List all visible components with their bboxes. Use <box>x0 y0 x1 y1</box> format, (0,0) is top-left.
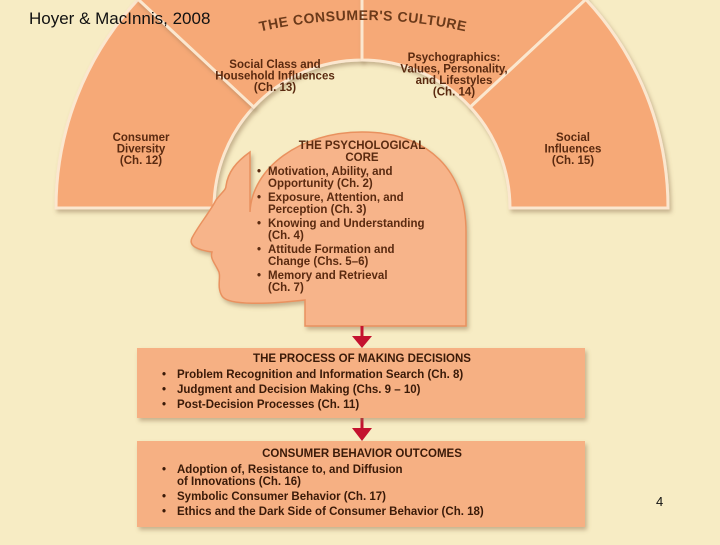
outcomes-bullet: • <box>162 491 166 503</box>
outcomes-item: of Innovations (Ch. 16) <box>177 476 301 488</box>
decisions-content: THE PROCESS OF MAKING DECISIONS • Problem … <box>162 353 471 411</box>
core-item: (Ch. 7) <box>268 282 304 294</box>
decisions-item: Problem Recognition and Information Sear… <box>177 369 463 381</box>
outcomes-title: CONSUMER BEHAVIOR OUTCOMES <box>262 448 462 460</box>
core-item: Perception (Ch. 3) <box>268 204 367 216</box>
core-item: Knowing and Understanding <box>268 218 425 230</box>
outcomes-box <box>137 441 585 527</box>
outcomes-item: Ethics and the Dark Side of Consumer Beh… <box>177 506 484 518</box>
segment-psychographics-label: and Lifestyles <box>416 75 493 87</box>
outcomes-item: Adoption of, Resistance to, and Diffusio… <box>177 464 403 476</box>
arrow-core-to-decisions <box>352 326 372 348</box>
segment-consumer-diversity-label: (Ch. 12) <box>120 155 162 167</box>
segment-consumer-diversity-label: Diversity <box>117 144 166 156</box>
segment-psychographics-label: Psychographics: <box>408 52 501 64</box>
source-credit: Hoyer & MacInnis, 2008 <box>29 9 211 28</box>
segment-social-influences <box>468 0 670 210</box>
segment-social-class-label: Household Influences <box>215 71 335 83</box>
segment-psychographics <box>360 0 588 110</box>
decisions-item: Judgment and Decision Making (Chs. 9 – 1… <box>177 384 421 396</box>
segment-social-influences-label: (Ch. 15) <box>552 155 594 167</box>
segment-consumer-diversity-label: Consumer <box>113 132 170 144</box>
segment-psychographics-label: (Ch. 14) <box>433 87 475 99</box>
core-item: Motivation, Ability, and <box>268 166 393 178</box>
decisions-title: THE PROCESS OF MAKING DECISIONS <box>253 353 471 365</box>
page-number: 4 <box>656 494 664 509</box>
core-item: Memory and Retrieval <box>268 270 388 282</box>
segment-consumer-diversity <box>54 0 256 210</box>
core-bullet: • <box>257 244 261 256</box>
segment-social-influences-label: Influences <box>545 144 602 156</box>
core-bullet: • <box>257 192 261 204</box>
core-item: Change (Chs. 5–6) <box>268 256 368 268</box>
head-silhouette <box>190 131 467 327</box>
core-title: CORE <box>345 152 379 164</box>
decisions-box <box>137 348 585 418</box>
core-item: (Ch. 4) <box>268 230 304 242</box>
outcomes-bullet: • <box>162 464 166 476</box>
core-bullet: • <box>257 166 261 178</box>
outcomes-item: Symbolic Consumer Behavior (Ch. 17) <box>177 491 386 503</box>
segment-social-class-label: Social Class and <box>229 59 320 71</box>
segment-social-influences-label: Social <box>556 132 590 144</box>
core-item: Attitude Formation and <box>268 244 395 256</box>
outcomes-bullet: • <box>162 506 166 518</box>
arrow-decisions-to-outcomes <box>352 418 372 441</box>
decisions-bullet: • <box>162 369 166 381</box>
decisions-bullet: • <box>162 399 166 411</box>
core-item: Exposure, Attention, and <box>268 192 404 204</box>
decisions-bullet: • <box>162 384 166 396</box>
segment-social-class-label: (Ch. 13) <box>254 82 296 94</box>
outcomes-content: CONSUMER BEHAVIOR OUTCOMES • Adoption of, … <box>162 448 484 518</box>
core-item: Opportunity (Ch. 2) <box>268 178 373 190</box>
core-bullet: • <box>257 270 261 282</box>
segment-social-class <box>136 0 364 110</box>
core-bullet: • <box>257 218 261 230</box>
segment-psychographics-label: Values, Personality, <box>400 64 507 76</box>
core-title: THE PSYCHOLOGICAL <box>299 140 426 152</box>
decisions-item: Post-Decision Processes (Ch. 11) <box>177 399 359 411</box>
